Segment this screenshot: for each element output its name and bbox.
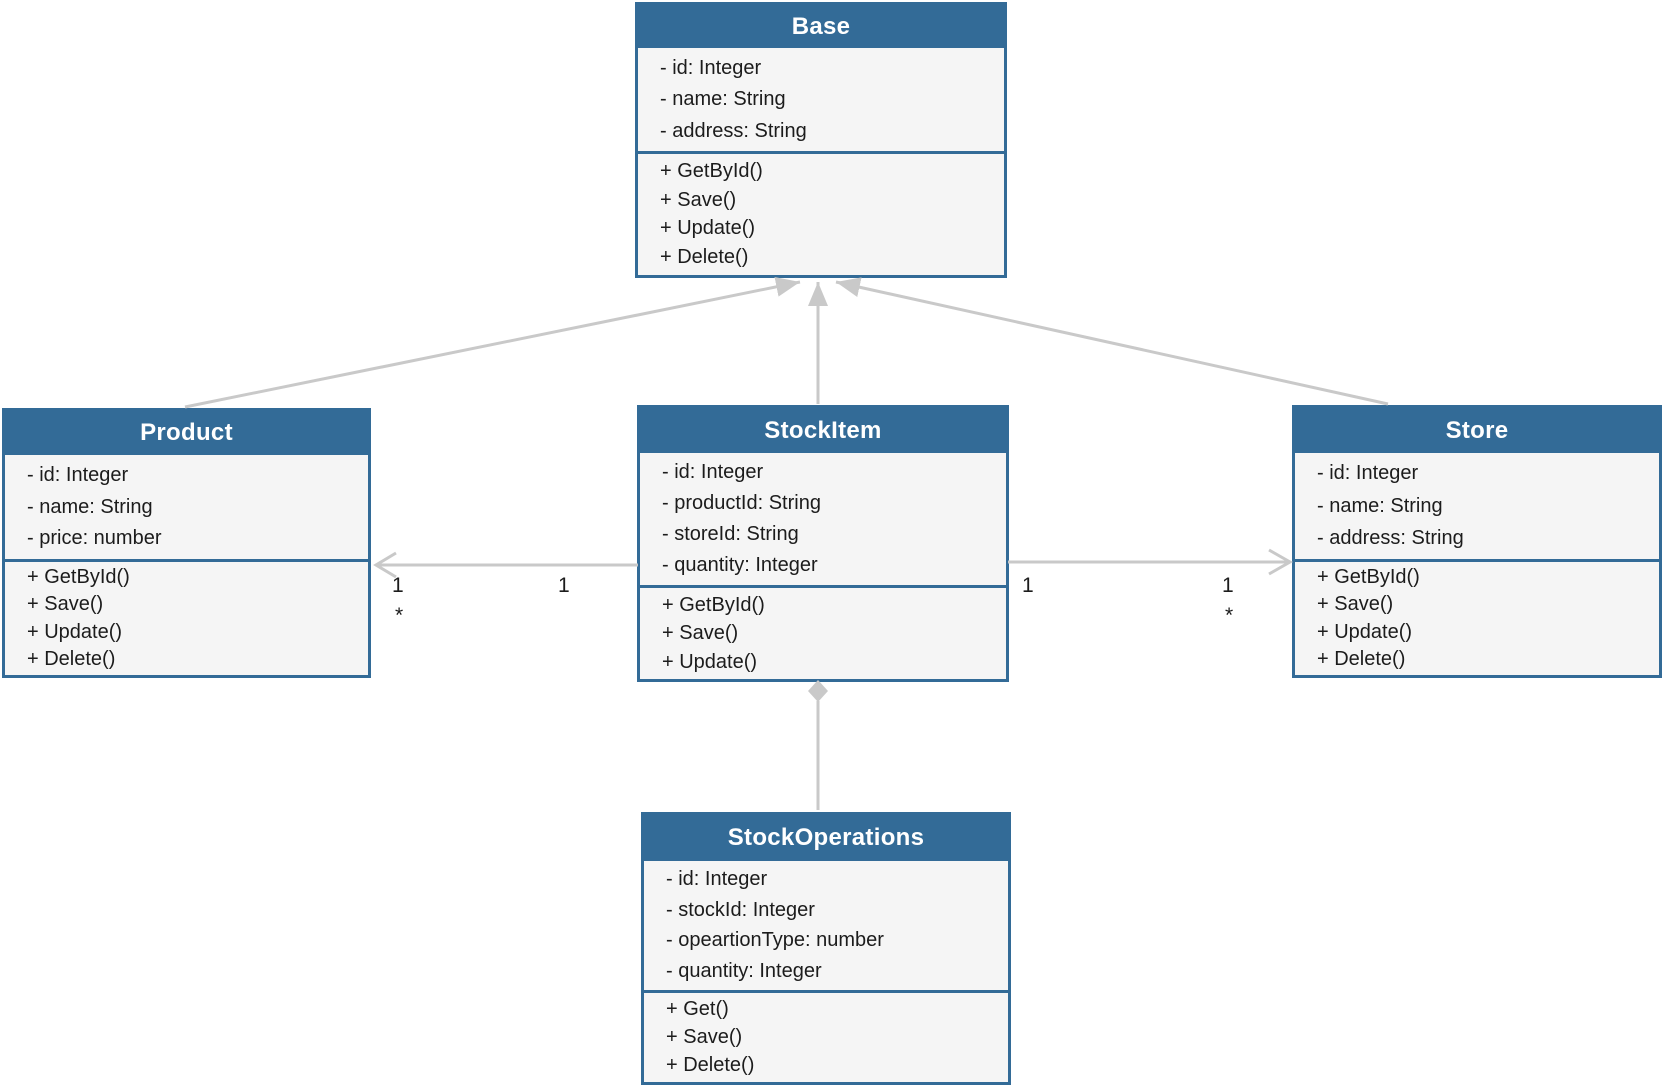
attribute-row: - storeId: String — [662, 523, 799, 545]
class-attributes: - id: Integer - name: String - price: numb… — [5, 455, 368, 559]
method-row: + Update() — [27, 620, 123, 643]
class-attributes: - id: Integer - name: String - address: St… — [638, 48, 1004, 151]
class-box-base[interactable]: Base - id: Integer - name: String - addres… — [635, 2, 1007, 278]
class-methods: + GetById() + Save() + Update() — [640, 585, 1006, 679]
multiplicity-label: * — [1225, 604, 1234, 627]
inheritance-edge-store-base[interactable] — [835, 277, 1389, 406]
method-row: + Delete() — [1317, 647, 1406, 670]
class-attributes: - id: Integer - productId: String - storeI… — [640, 453, 1006, 585]
association-edge-stockitem-store[interactable] — [1008, 548, 1294, 576]
method-row: + Delete() — [27, 647, 116, 670]
attribute-row: - id: Integer — [666, 868, 768, 891]
class-title: Base — [638, 5, 1004, 48]
class-methods: + Get() + Save() + Delete() — [644, 990, 1008, 1082]
method-row: + Save() — [660, 188, 737, 211]
multiplicity-label: 1 — [1022, 574, 1034, 597]
class-box-stockoperations[interactable]: StockOperations - id: Integer - stockId: … — [641, 812, 1011, 1085]
attribute-row: - name: String — [27, 495, 153, 518]
class-attributes: - id: Integer - name: String - address: St… — [1295, 453, 1659, 559]
method-row: + Save() — [666, 1026, 743, 1048]
method-row: + Save() — [27, 593, 104, 616]
method-row: + GetById() — [662, 593, 765, 616]
inheritance-edge-product-base[interactable] — [184, 276, 801, 409]
class-title: Product — [5, 411, 368, 455]
attribute-row: - price: number — [27, 527, 162, 550]
class-box-store[interactable]: Store - id: Integer - name: String - addre… — [1292, 405, 1662, 678]
method-row: + GetById() — [27, 566, 130, 589]
aggregation-diamond-icon — [808, 680, 828, 702]
method-row: + Delete() — [666, 1054, 755, 1076]
attribute-row: - address: String — [660, 119, 807, 142]
class-title: StockItem — [640, 408, 1006, 453]
association-edge-stockitem-product[interactable] — [373, 551, 638, 579]
class-box-stockitem[interactable]: StockItem - id: Integer - productId: Stri… — [637, 405, 1009, 682]
multiplicity-label: * — [395, 604, 404, 627]
class-methods: + GetById() + Save() + Update() + Delete() — [638, 151, 1004, 275]
inheritance-line — [184, 276, 801, 409]
method-row: + GetById() — [1317, 566, 1420, 589]
method-row: + Get() — [666, 998, 729, 1020]
multiplicity-label: 1 — [1222, 574, 1234, 597]
inheritance-line — [835, 277, 1389, 406]
multiplicity-label: 1 — [392, 574, 404, 597]
attribute-row: - quantity: Integer — [662, 554, 818, 576]
class-methods: + GetById() + Save() + Update() + Delete() — [5, 559, 368, 675]
attribute-row: - name: String — [1317, 494, 1443, 517]
class-attributes: - id: Integer - stockId: Integer - opearti… — [644, 861, 1008, 990]
method-row: + Update() — [1317, 620, 1413, 643]
attribute-row: - id: Integer — [1317, 462, 1419, 485]
class-methods: + GetById() + Save() + Update() + Delete() — [1295, 559, 1659, 675]
attribute-row: - id: Integer — [27, 463, 129, 486]
method-row: + Update() — [662, 650, 758, 673]
attribute-row: - productId: String — [662, 492, 821, 514]
attribute-row: - id: Integer — [662, 461, 764, 483]
multiplicity-label: 1 — [558, 574, 570, 597]
open-arrowhead-icon — [1268, 548, 1294, 576]
method-row: + Update() — [660, 217, 756, 240]
class-title: Store — [1295, 408, 1659, 453]
attribute-row: - name: String — [660, 88, 786, 110]
method-row: + Delete() — [660, 246, 749, 269]
attribute-row: - address: String — [1317, 526, 1464, 549]
attribute-row: - id: Integer — [660, 56, 762, 79]
attribute-row: - quantity: Integer — [666, 959, 822, 982]
attribute-row: - opeartionType: number — [666, 929, 884, 952]
aggregation-edge-stockoperations-stockitem[interactable] — [808, 680, 828, 810]
method-row: + Save() — [1317, 593, 1394, 616]
attribute-row: - stockId: Integer — [666, 898, 815, 921]
method-row: + GetById() — [660, 159, 763, 182]
class-title: StockOperations — [644, 815, 1008, 861]
class-box-product[interactable]: Product - id: Integer - name: String - pri… — [2, 408, 371, 678]
method-row: + Save() — [662, 622, 739, 644]
